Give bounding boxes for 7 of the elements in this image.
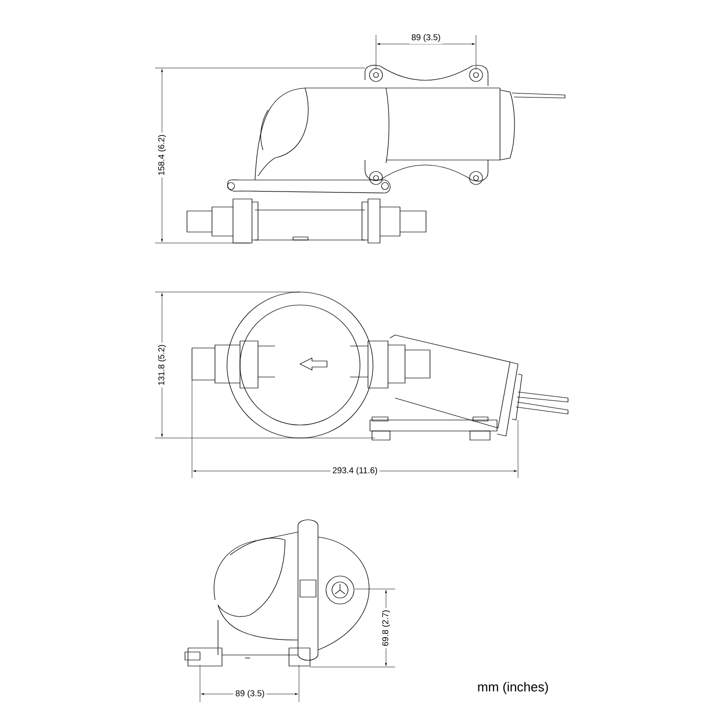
unit-note: mm (inches) [478,682,548,694]
dimension-label: 131.8 (5.2) [156,342,168,388]
dimension-label: 89 (3.5) [409,32,443,44]
dimension-label: 89 (3.5) [233,688,267,700]
dimension-label: 158.4 (6.2) [156,132,168,178]
dimension-label: 293.4 (11.6) [330,465,380,477]
dimension-label: 69.8 (2.7) [380,608,392,648]
